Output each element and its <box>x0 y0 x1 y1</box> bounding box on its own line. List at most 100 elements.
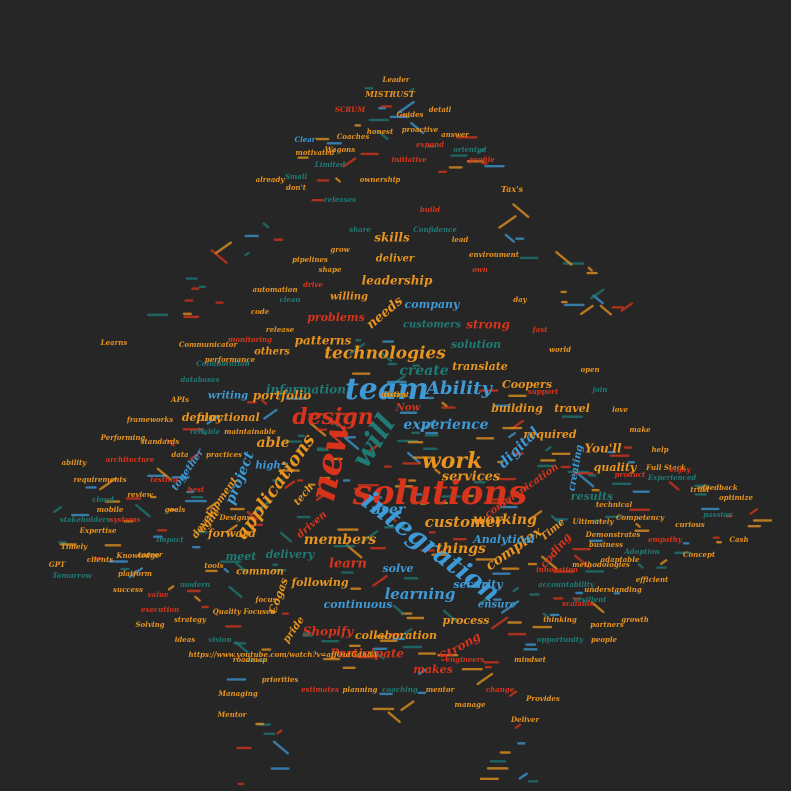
filler-word-mark <box>198 285 206 289</box>
filler-word-mark <box>382 391 389 394</box>
filler-word-mark <box>247 401 257 404</box>
filler-word-mark <box>123 520 134 523</box>
filler-word-mark <box>225 625 242 628</box>
filler-word-mark <box>108 560 129 563</box>
filler-word-mark <box>229 507 245 511</box>
filler-word-mark <box>555 250 573 266</box>
filler-word-mark <box>437 653 459 657</box>
cloud-word: translate <box>452 360 508 373</box>
cloud-word: experience <box>403 417 488 433</box>
cloud-word: enjoy <box>670 465 692 474</box>
filler-word-mark <box>532 625 553 629</box>
cloud-word: empathy <box>648 535 683 544</box>
cloud-word: learning <box>385 585 456 603</box>
filler-word-mark <box>549 613 560 617</box>
cloud-word: help <box>651 445 668 454</box>
filler-word-mark <box>381 352 393 363</box>
cloud-word: monitoring <box>228 335 272 344</box>
filler-word-mark <box>99 477 118 491</box>
cloud-word: solution <box>451 338 501 351</box>
filler-word-mark <box>562 262 585 265</box>
filler-word-mark <box>477 147 485 155</box>
cloud-word: product <box>615 470 646 479</box>
filler-word-mark <box>586 271 598 275</box>
filler-word-mark <box>529 593 540 596</box>
filler-word-mark <box>281 462 289 465</box>
cloud-word: results <box>571 490 613 503</box>
cloud-word: honest <box>367 127 394 136</box>
filler-word-mark <box>94 557 103 560</box>
filler-word-mark <box>125 497 142 500</box>
filler-word-mark <box>333 544 356 548</box>
cloud-word: modern <box>180 580 210 589</box>
filler-word-mark <box>484 164 505 168</box>
filler-word-mark <box>303 632 312 635</box>
filler-word-mark <box>553 570 575 573</box>
cloud-word: collaboration <box>355 629 437 642</box>
filler-word-mark <box>342 157 357 168</box>
cloud-word: scalable <box>562 599 594 608</box>
filler-word-mark <box>234 641 249 654</box>
cloud-word: understanding <box>584 585 642 594</box>
filler-word-mark <box>592 294 604 305</box>
cloud-word: pipelines <box>292 255 328 264</box>
filler-word-mark <box>587 474 597 477</box>
filler-word-mark <box>682 542 690 545</box>
filler-word-mark <box>591 488 600 492</box>
filler-word-mark <box>307 483 316 486</box>
cloud-word: building <box>491 402 543 415</box>
cloud-word: detail <box>429 105 452 114</box>
cloud-word: Performing <box>100 433 146 442</box>
cloud-word: Solving <box>135 620 164 629</box>
filler-word-mark <box>58 541 67 544</box>
filler-word-mark <box>593 519 603 522</box>
filler-word-mark <box>296 479 304 482</box>
filler-word-mark <box>512 586 520 593</box>
filler-word-mark <box>206 501 218 511</box>
filler-word-mark <box>442 609 458 623</box>
filler-word-mark <box>725 514 733 518</box>
filler-word-mark <box>311 198 324 202</box>
filler-word-mark <box>281 612 289 615</box>
filler-word-mark <box>514 723 522 729</box>
filler-word-mark <box>561 415 583 418</box>
filler-word-mark <box>408 87 415 93</box>
filler-word-mark <box>355 339 362 342</box>
cloud-word: coaching <box>382 685 418 694</box>
filler-word-mark <box>351 372 371 375</box>
filler-word-mark <box>540 459 556 462</box>
cloud-word: You'll <box>584 442 621 456</box>
cloud-word: continuous <box>324 598 393 611</box>
cloud-word: testing <box>150 475 178 484</box>
filler-word-mark <box>575 591 584 595</box>
filler-word-mark <box>507 632 527 636</box>
filler-word-mark <box>510 452 525 455</box>
cloud-word: value <box>148 590 169 599</box>
filler-word-mark <box>70 513 90 517</box>
cloud-word: Now <box>395 403 421 414</box>
cloud-word: Tax's <box>501 184 524 194</box>
filler-word-mark <box>215 301 224 304</box>
cloud-word: stakeholders <box>60 515 110 524</box>
cloud-word: solutions <box>352 473 528 513</box>
filler-word-mark <box>153 535 163 538</box>
filler-word-mark <box>448 166 463 169</box>
filler-word-mark <box>191 287 200 290</box>
cloud-word: focus <box>255 595 277 604</box>
cloud-word: strategy <box>174 615 207 624</box>
cloud-word: innovation <box>536 565 578 574</box>
filler-word-mark <box>504 233 516 243</box>
filler-word-mark <box>712 536 720 539</box>
filler-word-mark <box>412 364 421 367</box>
cloud-word: design <box>292 404 374 430</box>
filler-word-mark <box>373 647 388 651</box>
cloud-word: GPT <box>49 560 66 569</box>
filler-word-mark <box>335 177 341 183</box>
cloud-word: Wagons <box>325 145 355 154</box>
cloud-word: goals <box>165 505 186 514</box>
filler-word-mark <box>406 616 425 620</box>
filler-word-mark <box>339 412 356 416</box>
filler-word-mark <box>168 508 177 511</box>
cloud-word: performance <box>205 355 256 364</box>
filler-word-mark <box>464 494 474 498</box>
